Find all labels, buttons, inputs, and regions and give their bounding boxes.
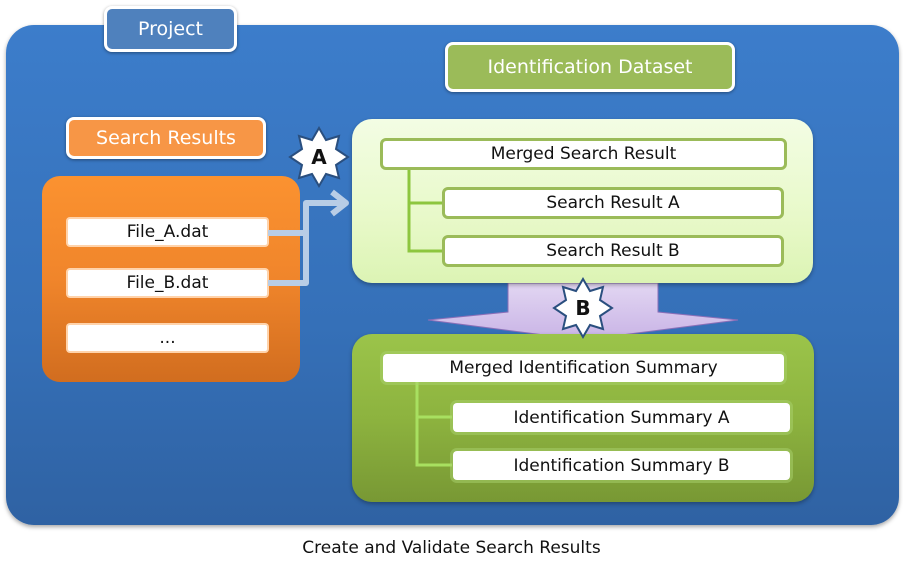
- star-badge-icon: [288, 126, 350, 188]
- identification-dataset-label: Identification Dataset: [445, 42, 735, 92]
- step-a-label: A: [311, 145, 327, 169]
- file-item-a[interactable]: File_A.dat: [66, 217, 269, 247]
- search-tree-lines: [407, 168, 444, 253]
- identification-summary-b-node[interactable]: Identification Summary B: [453, 451, 790, 480]
- step-b-label: B: [575, 296, 590, 320]
- project-label: Project: [104, 6, 237, 52]
- identification-summary-a-node[interactable]: Identification Summary A: [453, 403, 790, 432]
- step-b-badge: B: [552, 277, 614, 339]
- file-item-b[interactable]: File_B.dat: [66, 268, 269, 298]
- merged-search-result-node[interactable]: Merged Search Result: [380, 138, 787, 170]
- step-a-badge: A: [288, 126, 350, 188]
- search-result-b-node[interactable]: Search Result B: [442, 235, 784, 267]
- search-results-label: Search Results: [66, 117, 266, 159]
- diagram-caption: Create and Validate Search Results: [302, 538, 601, 558]
- search-result-a-node[interactable]: Search Result A: [442, 187, 784, 219]
- merged-identification-summary-node[interactable]: Merged Identification Summary: [383, 354, 784, 382]
- summary-tree-lines: [415, 382, 452, 467]
- star-badge-icon: [552, 277, 614, 339]
- file-item-more[interactable]: ...: [66, 323, 269, 353]
- arrow-a-connector: [268, 189, 349, 286]
